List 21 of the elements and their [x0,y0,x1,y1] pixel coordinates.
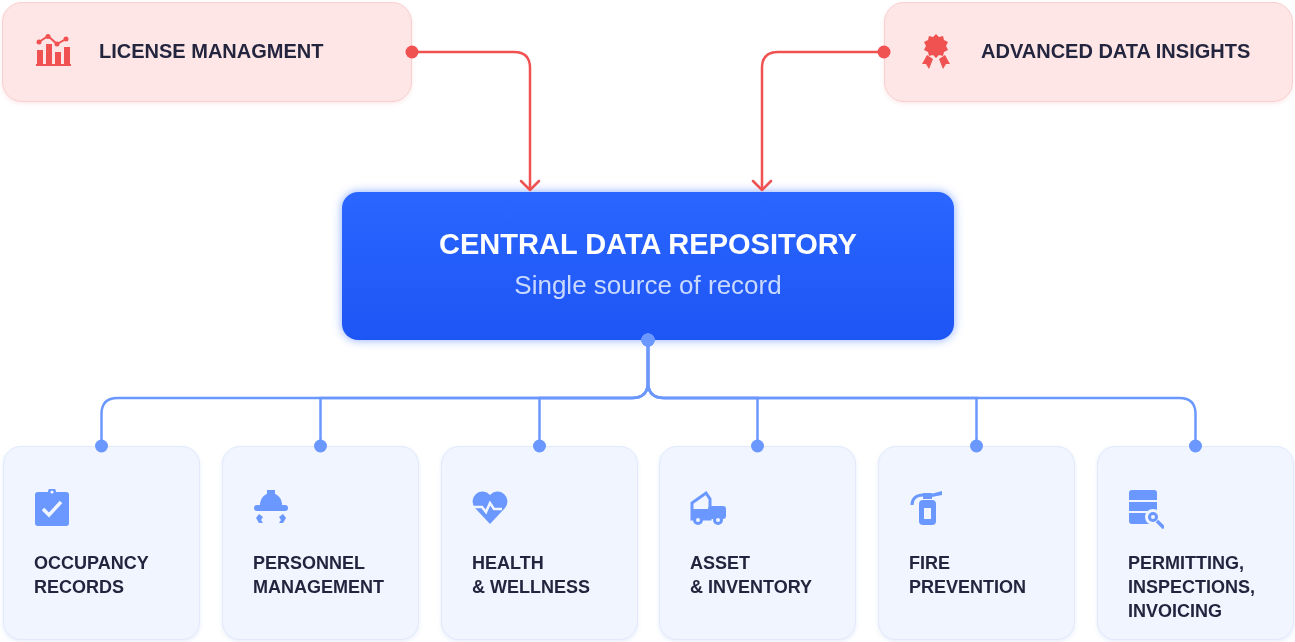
feature-card [884,2,1293,102]
feature-label: ADVANCED DATA INSIGHTS [981,40,1251,63]
module-label: PERSONNEL MANAGEMENT [253,552,384,599]
module-card [659,446,856,640]
module-label: PERMITTING, INSPECTIONS, INVOICING [1128,552,1256,623]
connector-arrow [405,45,541,192]
module-card [3,446,200,640]
feature-label: LICENSE MANAGMENT [99,40,324,63]
repository-box [342,192,954,340]
repository-title: CENTRAL DATA REPOSITORY [438,228,858,261]
feature-card [2,2,412,102]
module-card [1097,446,1294,640]
module-label: OCCUPANCY RECORDS [34,552,149,599]
module-label: HEALTH & WELLNESS [472,552,590,599]
module-card [222,446,419,640]
connector-arrow [751,45,891,192]
module-card [878,446,1075,640]
module-card [441,446,638,640]
module-label: ASSET & INVENTORY [690,552,813,599]
module-label: FIRE PREVENTION [909,552,1027,599]
repository-subtitle: Single source of record [513,270,783,301]
